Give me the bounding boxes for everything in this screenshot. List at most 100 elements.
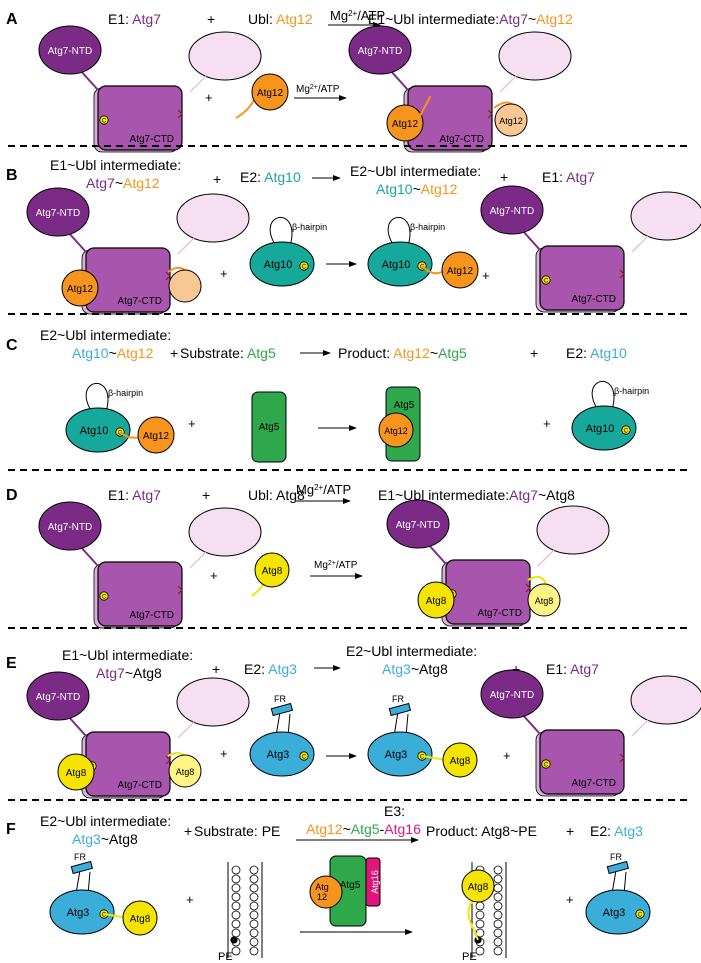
d-product-label-part: Atg8 bbox=[546, 487, 575, 503]
b-e1-label-part: E1: bbox=[542, 169, 566, 185]
atg7-linker bbox=[427, 543, 447, 565]
a-plus-1-part: + bbox=[207, 11, 215, 27]
d-product-label-part: Atg7 bbox=[509, 487, 538, 503]
f-e3-title: E3: bbox=[384, 803, 405, 819]
e-atg3-fr-label: FR bbox=[274, 694, 286, 704]
atg7-ctd-tick bbox=[177, 585, 183, 595]
atg7-ntd-ellipse bbox=[38, 501, 102, 551]
c-atg5-label-part: Atg5 bbox=[259, 422, 280, 433]
atg7-ctd-label: Atg7-CTD bbox=[478, 608, 522, 619]
d-atg8-label-part: Atg8 bbox=[262, 566, 283, 577]
d-mg-mid-part: /ATP bbox=[336, 560, 358, 571]
f-membrane-right-pe-label: PE bbox=[462, 951, 477, 963]
b-atg10-ubl-label-part: Atg10 bbox=[382, 259, 411, 271]
f-membrane-left-headgroup bbox=[231, 928, 241, 938]
a-atg12-e1-left-label-part: Atg12 bbox=[392, 119, 419, 130]
f-e2-ubl-title: E2~Ubl intermediate: bbox=[40, 813, 171, 829]
f-membrane-left-headgroup bbox=[231, 910, 241, 920]
atg7-ctd-label-part: Atg7-CTD bbox=[130, 134, 174, 145]
atg7-ctd-label-part: Atg7-CTD bbox=[478, 608, 522, 619]
b-e1-ubl-title: E1~Ubl intermediate: bbox=[50, 157, 181, 173]
panel-letter-F: F bbox=[6, 821, 16, 838]
b-atg12-right-circle bbox=[168, 269, 202, 303]
b-plus-4-part: + bbox=[482, 268, 490, 283]
b-e1-ubl-species-part: Atg12 bbox=[123, 175, 160, 191]
catalytic-cys-label: C bbox=[102, 118, 107, 124]
atg7-ctd-tick bbox=[177, 109, 183, 119]
c-plus-1-part: + bbox=[170, 345, 178, 361]
f-product-label-part: ~ bbox=[510, 823, 518, 839]
e-e1-label-part: E1: bbox=[546, 661, 570, 677]
atg7-ctd-label-part: Atg7-CTD bbox=[118, 296, 162, 307]
f-plus-3: + bbox=[186, 892, 194, 907]
atg7-linker-light bbox=[537, 549, 555, 567]
f-membrane-right-headgroup bbox=[493, 883, 503, 893]
c-atg10-free-hairpin-label: β-hairpin bbox=[614, 386, 649, 396]
a-mg-top: Mg2+/ATP bbox=[330, 8, 385, 23]
e-plus-4: + bbox=[503, 748, 511, 763]
c-plus-2: + bbox=[530, 345, 538, 361]
atg7-ntd-label: Atg7-NTD bbox=[396, 520, 440, 531]
f-membrane-right-headgroup bbox=[475, 901, 485, 911]
f-atg3-fr-label: FR bbox=[74, 852, 86, 862]
e-atg3-label: Atg3 bbox=[267, 749, 290, 761]
d-plus-2-part: + bbox=[210, 568, 218, 583]
d-atg8-label: Atg8 bbox=[262, 566, 283, 577]
b-e1-label: E1: Atg7 bbox=[542, 169, 595, 185]
e-atg3-ubl-fr-label: FR bbox=[392, 694, 404, 704]
b-atg10-ubl-ellipse bbox=[367, 241, 433, 287]
b-atg12-conj-label: Atg12 bbox=[447, 266, 474, 277]
e-plus-1-part: + bbox=[212, 661, 220, 677]
f-atg3-free-fr-label: FR bbox=[610, 852, 622, 862]
f-e3-atg12-label-a: Atg bbox=[315, 882, 329, 892]
f-e3-species-part: ~ bbox=[343, 821, 351, 837]
f-membrane-left-pe-dot bbox=[230, 936, 238, 944]
f-e2-label-part: Atg3 bbox=[614, 823, 643, 839]
f-membrane-left-headgroup bbox=[249, 937, 259, 947]
atg7-partner-ellipse bbox=[630, 675, 701, 725]
a-atg12-e1-left-circle bbox=[386, 104, 424, 142]
e-e1-ubl-species: Atg7~Atg8 bbox=[96, 665, 162, 681]
b-e2-label: E2: Atg10 bbox=[240, 169, 301, 185]
a-e1-label: E1: Atg7 bbox=[108, 11, 161, 27]
atg7-ntd-label: Atg7-NTD bbox=[36, 208, 80, 219]
c-atg10-free-hairpin-label-part: β-hairpin bbox=[614, 386, 649, 396]
atg7-ntd-label-part: Atg7-NTD bbox=[396, 520, 440, 531]
f-e2-label: E2: Atg3 bbox=[590, 823, 643, 839]
f-membrane-right-headgroup bbox=[493, 946, 503, 956]
atg7-ctd-label-part: Atg7-CTD bbox=[440, 134, 484, 145]
b-e1-ubl-species-part: ~ bbox=[115, 175, 123, 191]
a-plus-1: + bbox=[207, 11, 215, 27]
atg7-ctd-tick bbox=[619, 269, 625, 279]
f-atg3-free-ellipse bbox=[585, 889, 651, 935]
atg7-ntd-label-part: Atg7-NTD bbox=[36, 208, 80, 219]
f-product-label: Product: Atg8~PE bbox=[426, 823, 537, 839]
atg7-ntd-ellipse bbox=[386, 499, 450, 549]
e-atg3-cys-icon bbox=[299, 751, 309, 761]
b-plus-2-part: + bbox=[500, 169, 508, 185]
f-e3-species: Atg12~Atg5-Atg16 bbox=[306, 821, 421, 837]
f-e3-species-part: Atg12 bbox=[306, 821, 343, 837]
e-e2-ubl-species-part: ~ bbox=[411, 661, 419, 677]
c-substrate-label: Substrate: Atg5 bbox=[180, 345, 276, 361]
atg7-linker bbox=[389, 69, 409, 91]
f-e2-ubl-species-part: Atg8 bbox=[109, 831, 138, 847]
c-atg12-conj-circle bbox=[378, 412, 414, 448]
f-membrane-left-headgroup bbox=[231, 883, 241, 893]
f-e3-atg16-rect bbox=[365, 857, 381, 907]
f-membrane-right-headgroup bbox=[493, 910, 503, 920]
f-membrane-left-headgroup bbox=[249, 892, 259, 902]
a-e1-label-part: Atg7 bbox=[132, 11, 161, 27]
atg7-ctd-label-part: Atg7-CTD bbox=[572, 778, 616, 789]
f-product-label-part: Atg8 bbox=[481, 823, 510, 839]
b-atg12-conj-circle bbox=[441, 251, 479, 289]
c-plus-3: + bbox=[188, 416, 196, 431]
e-e2-label: E2: Atg3 bbox=[244, 661, 297, 677]
c-atg12-label: Atg12 bbox=[143, 431, 170, 442]
c-product-label-part: Atg12 bbox=[393, 345, 430, 361]
e-atg8-conj-circle bbox=[442, 742, 478, 778]
atg7-ctd-label: Atg7-CTD bbox=[130, 610, 174, 621]
f-atg3-label-part: Atg3 bbox=[67, 907, 90, 919]
b-atg10-hairpin-label-part: β-hairpin bbox=[292, 222, 327, 232]
atg7-ntd-label: Atg7-NTD bbox=[490, 206, 534, 217]
